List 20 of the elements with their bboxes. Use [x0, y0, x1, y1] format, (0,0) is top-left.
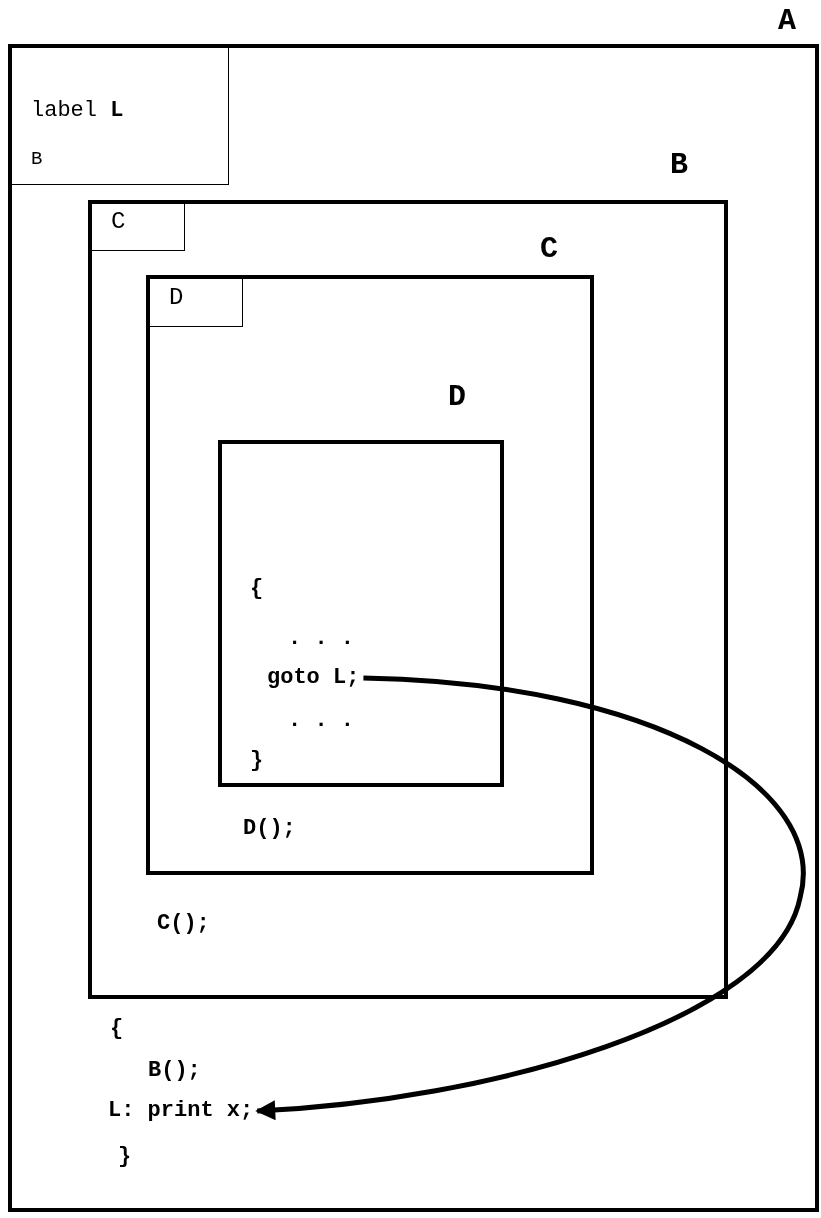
- code-text: D();: [243, 818, 296, 840]
- code-text: C();: [157, 913, 210, 935]
- tag-text: label L: [31, 100, 124, 122]
- arrow: [255, 675, 805, 1120]
- tag-text: B: [31, 150, 43, 169]
- code-line: goto L;: [267, 667, 360, 689]
- tag-text: D: [169, 286, 184, 310]
- code-text: B();: [148, 1060, 201, 1082]
- code-line: L: print x;: [108, 1100, 254, 1122]
- code-text: {: [110, 1018, 124, 1040]
- code-text: . . .: [288, 628, 354, 650]
- tag-text: C: [111, 210, 126, 234]
- code-text: . . .: [288, 710, 354, 732]
- scope-heading: D: [448, 382, 466, 412]
- code-text: }: [118, 1146, 132, 1168]
- code-text: {: [250, 578, 264, 600]
- scope-heading: A: [778, 6, 796, 36]
- code-text: }: [250, 750, 264, 772]
- scope-heading: B: [670, 150, 688, 180]
- scope-heading: C: [540, 234, 558, 264]
